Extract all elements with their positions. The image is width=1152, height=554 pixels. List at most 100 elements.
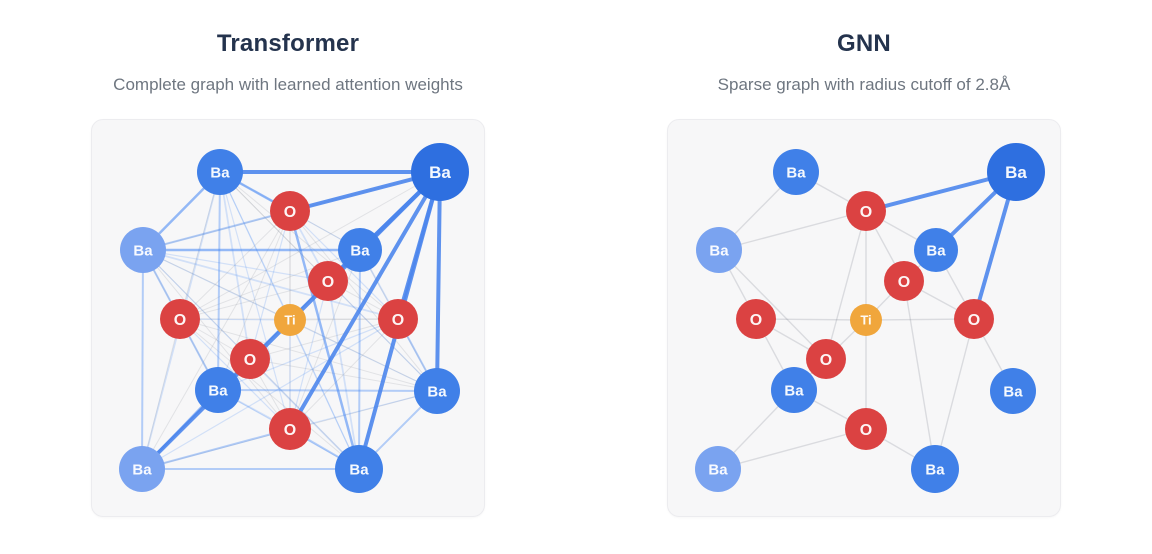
- edge-strong-B-O6: [288, 170, 442, 431]
- attention-edge-faint: [142, 249, 399, 320]
- atom-circle-O: [736, 299, 776, 339]
- graph-node-Ba-B: Ba: [987, 143, 1045, 201]
- attention-edge-faint: [142, 249, 291, 430]
- atom-circle-Ba: [411, 143, 469, 201]
- atom-circle-Ba: [120, 227, 166, 273]
- attention-edge-faint: [219, 171, 291, 321]
- attention-edge-faint: [219, 171, 329, 282]
- graph-node-O-O5: O: [806, 339, 846, 379]
- edge-A-E: [217, 171, 221, 391]
- attention-edge-faint: [217, 210, 291, 391]
- attention-edge-faint: [179, 318, 360, 470]
- attention-edge-faint: [249, 358, 438, 392]
- attention-edge-faint: [179, 210, 291, 320]
- graph-node-Ba-G: Ba: [695, 446, 741, 492]
- graph-node-Ba-G: Ba: [119, 446, 165, 492]
- graph-node-O-O5: O: [230, 339, 270, 379]
- edge-C-G: [141, 249, 144, 470]
- attention-edge-faint: [142, 249, 251, 360]
- graph-node-O-O2: O: [308, 261, 348, 301]
- gnn-column: GNN Sparse graph with radius cutoff of 2…: [576, 0, 1152, 554]
- atom-circle-Ba: [335, 445, 383, 493]
- edge-O1-C: [718, 210, 867, 251]
- graph-node-O-O6: O: [845, 408, 887, 450]
- atom-circle-Ba: [119, 446, 165, 492]
- attention-edge-faint: [141, 318, 399, 470]
- atom-circle-O: [270, 191, 310, 231]
- attention-edge-faint: [327, 280, 360, 470]
- atom-circle-Ba: [197, 149, 243, 195]
- attention-edge-faint: [289, 280, 329, 430]
- atom-circle-O: [954, 299, 994, 339]
- attention-edge-faint: [179, 318, 438, 392]
- atom-circle-Ba: [195, 367, 241, 413]
- graph-node-O-O1: O: [846, 191, 886, 231]
- graph-node-Ti-Ti: Ti: [274, 304, 306, 336]
- graph-node-Ba-B: Ba: [411, 143, 469, 201]
- atom-circle-O: [308, 261, 348, 301]
- transformer-subtitle: Complete graph with learned attention we…: [113, 75, 463, 94]
- atom-circle-Ba: [771, 367, 817, 413]
- atom-circle-Ti: [850, 304, 882, 336]
- attention-edge-faint: [179, 171, 441, 320]
- graph-node-Ti-Ti: Ti: [850, 304, 882, 336]
- attention-edge-faint: [289, 319, 438, 392]
- attention-edge-faint: [179, 280, 329, 320]
- attention-edge-faint: [142, 249, 329, 282]
- atom-circle-Ba: [773, 149, 819, 195]
- atom-circle-O: [160, 299, 200, 339]
- transformer-column: Transformer Complete graph with learned …: [91, 30, 485, 517]
- graph-node-O-O2: O: [884, 261, 924, 301]
- atom-circle-Ba: [914, 228, 958, 272]
- edge-O2-H: [903, 280, 936, 470]
- atom-circle-Ba: [414, 368, 460, 414]
- atom-circle-Ti: [274, 304, 306, 336]
- transformer-title: Transformer: [216, 30, 360, 57]
- graph-node-Ba-D: Ba: [338, 228, 382, 272]
- graph-node-Ba-C: Ba: [696, 227, 742, 273]
- graph-node-Ba-H: Ba: [911, 445, 959, 493]
- attention-edge-faint: [219, 171, 291, 430]
- atom-circle-Ba: [338, 228, 382, 272]
- edge-O5-C: [718, 249, 827, 360]
- edge-D-H: [358, 249, 361, 470]
- attention-edge-faint: [249, 210, 291, 360]
- attention-edge-faint: [289, 319, 360, 470]
- atom-circle-O: [846, 191, 886, 231]
- attention-edge-faint: [289, 318, 399, 430]
- graph-node-O-O4: O: [378, 299, 418, 339]
- graph-node-O-O3: O: [736, 299, 776, 339]
- edge-O6-G: [717, 428, 867, 470]
- atom-circle-Ba: [695, 446, 741, 492]
- attention-edge-faint: [289, 390, 438, 430]
- attention-edge-faint: [141, 318, 181, 470]
- graph-node-O-O6: O: [269, 408, 311, 450]
- edge-E-F: [217, 389, 438, 392]
- attention-edge-faint: [141, 210, 291, 470]
- edge-G-O6: [141, 428, 291, 470]
- atom-circle-Ba: [990, 368, 1036, 414]
- atom-circle-Ba: [987, 143, 1045, 201]
- edge-C-O1: [142, 210, 291, 251]
- attention-edge-faint: [179, 171, 221, 320]
- graph-node-Ba-A: Ba: [773, 149, 819, 195]
- atom-circle-O: [378, 299, 418, 339]
- edge-O4-H: [934, 318, 975, 470]
- graph-node-Ba-F: Ba: [414, 368, 460, 414]
- gnn-title: GNN: [837, 30, 891, 57]
- edge-O1-O5: [825, 210, 867, 360]
- atom-circle-O: [230, 339, 270, 379]
- graph-node-Ba-E: Ba: [195, 367, 241, 413]
- graph-node-O-O1: O: [270, 191, 310, 231]
- graph-node-Ba-H: Ba: [335, 445, 383, 493]
- graph-node-O-O3: O: [160, 299, 200, 339]
- edge-strong-B-F: [435, 170, 442, 393]
- graph-node-Ba-C: Ba: [120, 227, 166, 273]
- atom-circle-O: [269, 408, 311, 450]
- graph-node-Ba-D: Ba: [914, 228, 958, 272]
